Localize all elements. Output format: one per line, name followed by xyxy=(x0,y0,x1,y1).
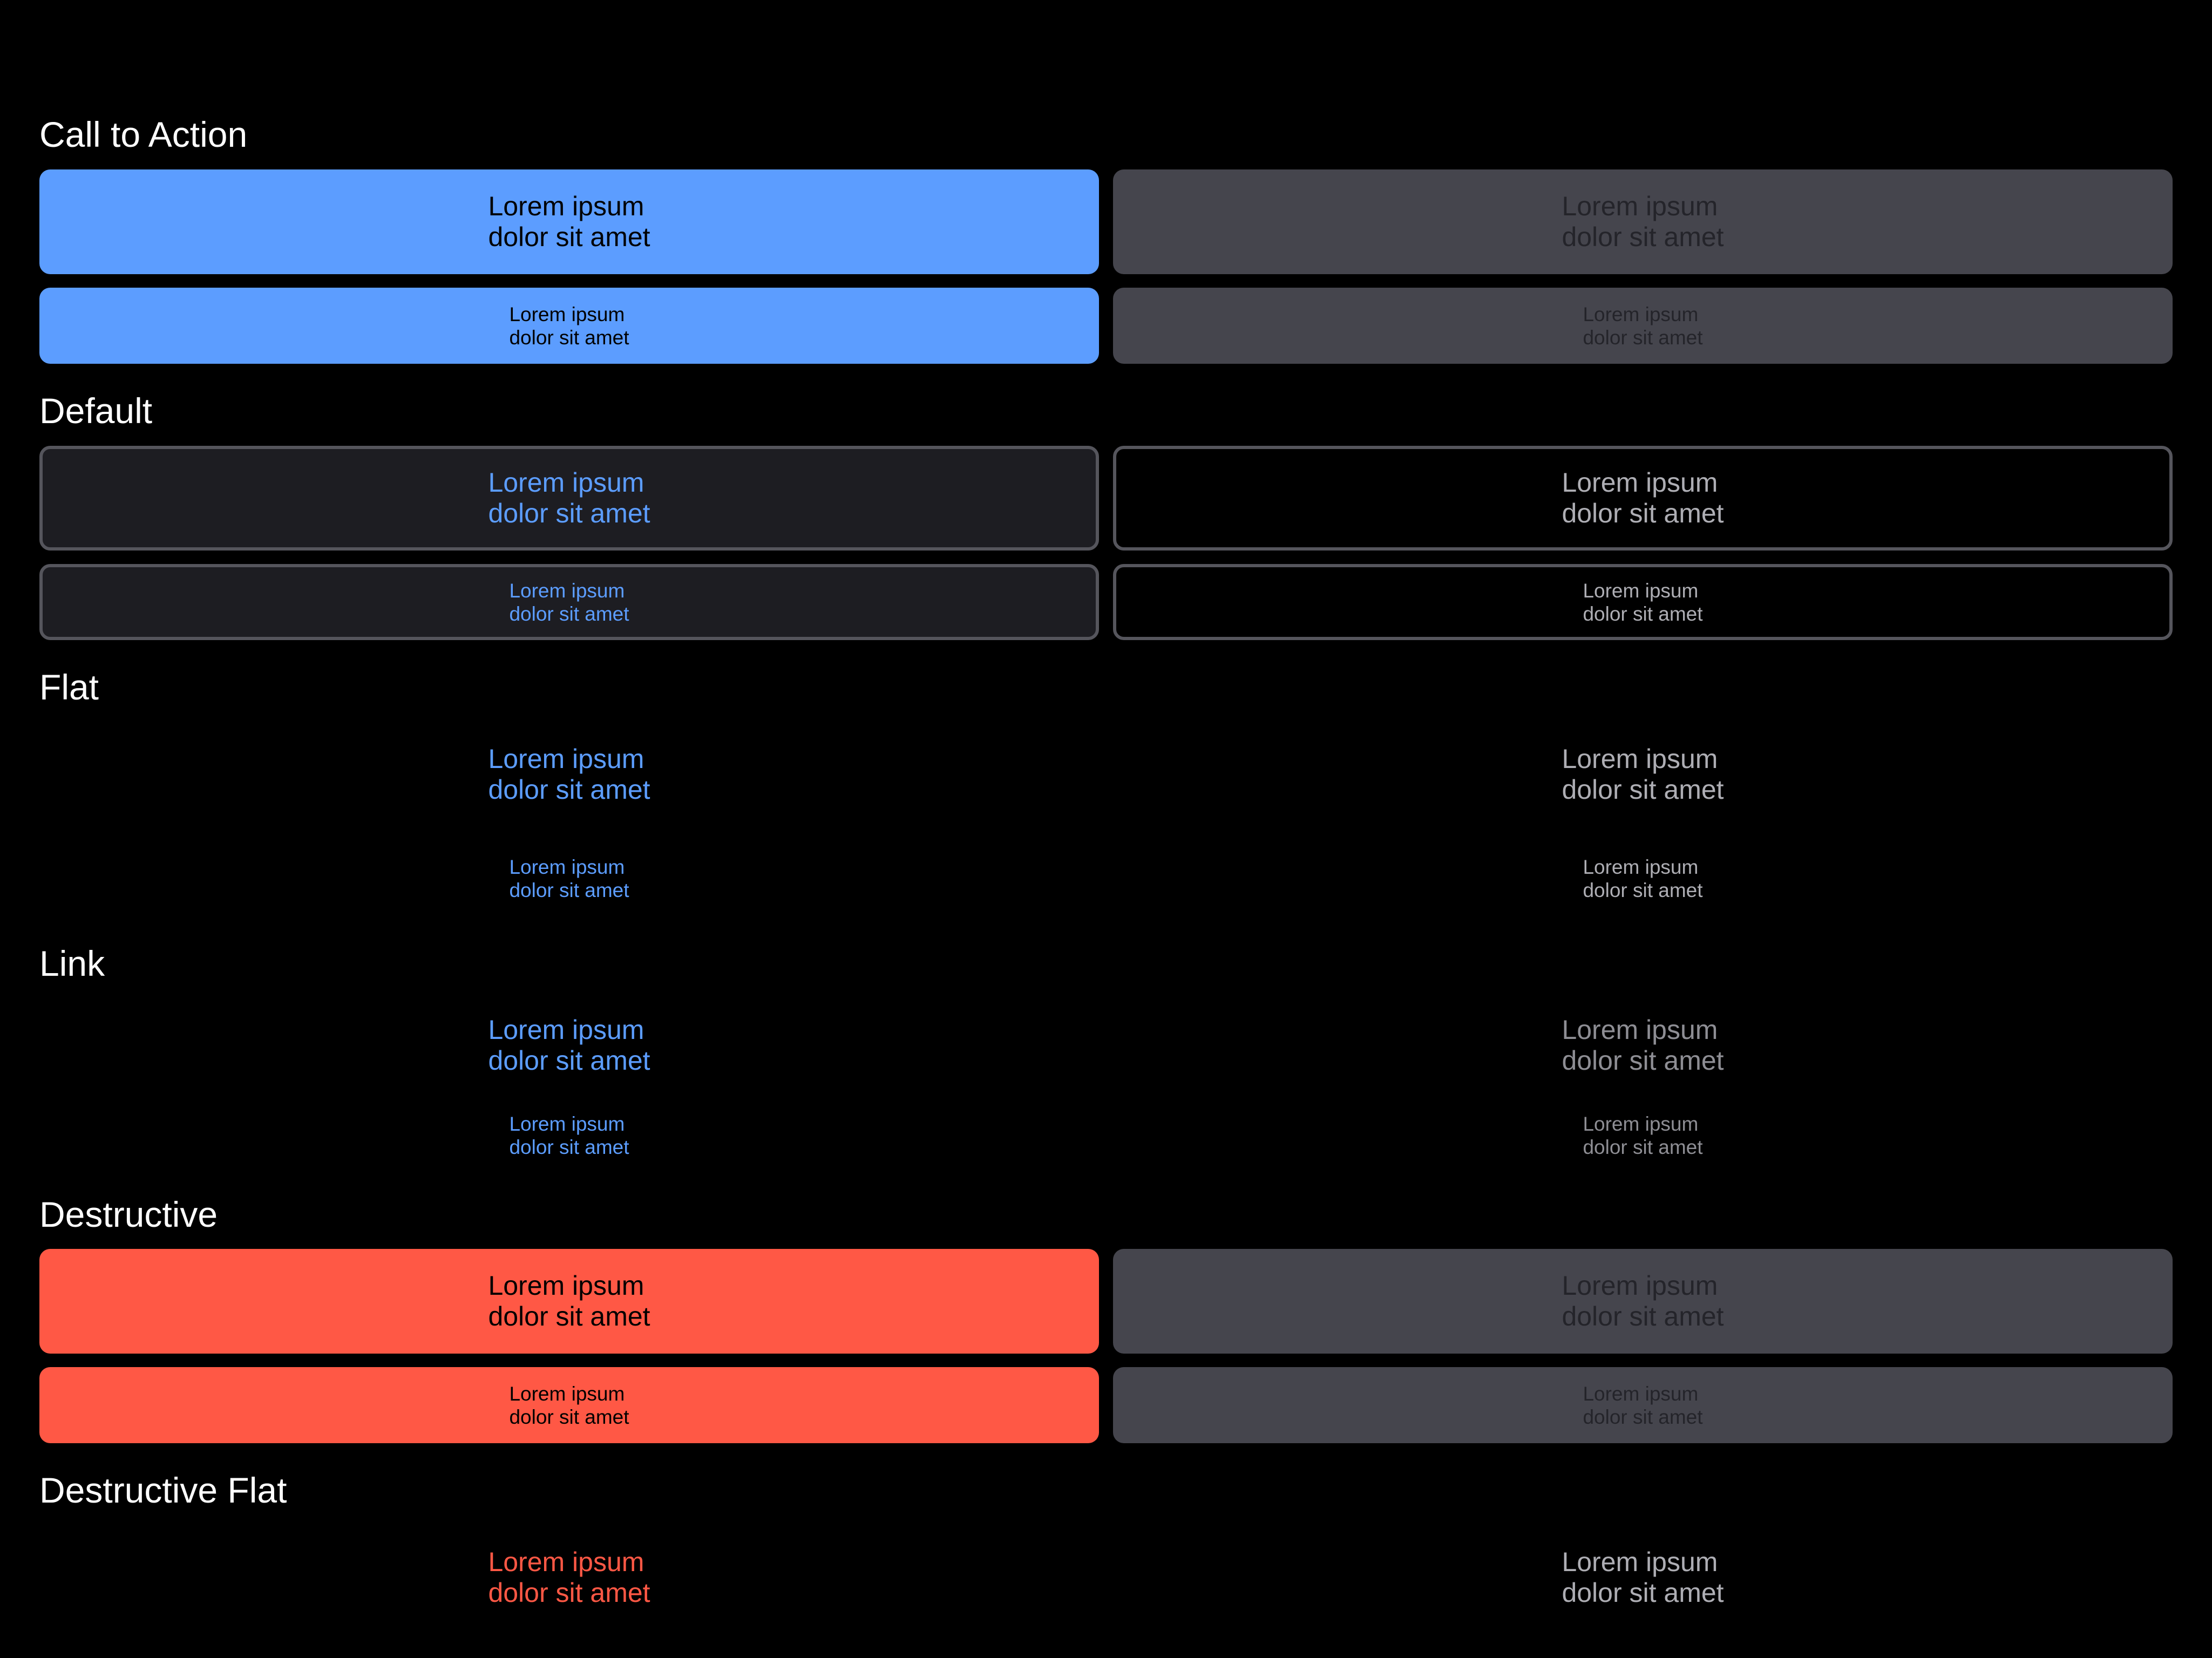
section-title-call-to-action: Call to Action xyxy=(39,114,248,154)
section-title-default: Default xyxy=(39,391,153,431)
section-title-destructive-flat: Destructive Flat xyxy=(39,1470,287,1510)
section-title-flat: Flat xyxy=(39,667,99,707)
section-title-link: Link xyxy=(39,943,105,983)
section-title-destructive: Destructive xyxy=(39,1194,218,1234)
